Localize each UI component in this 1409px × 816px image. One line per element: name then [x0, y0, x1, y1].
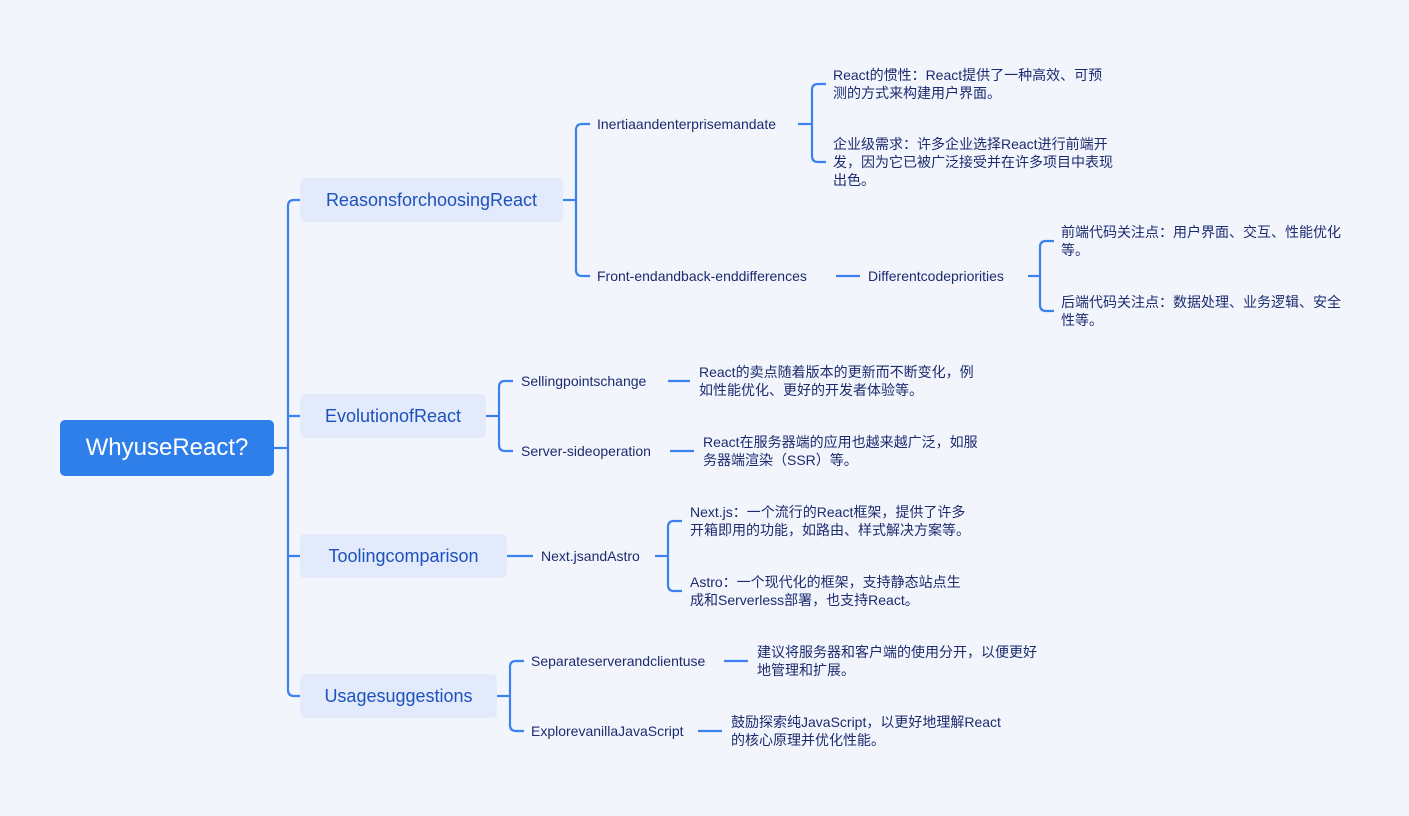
node-selling-points[interactable]: Sellingpointschange — [521, 373, 647, 389]
branch-tooling[interactable]: Toolingcomparison — [300, 534, 507, 578]
leaf-server-side[interactable]: React在服务器端的应用也越来越广泛，如服 务器端渲染（SSR）等。 — [703, 433, 978, 469]
leaf-backend-focus[interactable]: 后端代码关注点：数据处理、业务逻辑、安全 性等。 — [1061, 293, 1341, 329]
node-code-priorities[interactable]: Differentcodepriorities — [868, 268, 1004, 284]
node-separate-server-client[interactable]: Separateserverandclientuse — [531, 653, 706, 669]
leaf-line: Next.js：一个流行的React框架，提供了许多 — [690, 504, 966, 520]
leaf-line: 企业级需求：许多企业选择React进行前端开 — [833, 136, 1108, 152]
node-vanilla-js[interactable]: ExplorevanillaJavaScript — [531, 723, 684, 739]
leaf-line: 如性能优化、更好的开发者体验等。 — [699, 382, 923, 398]
leaf-line: 出色。 — [833, 172, 875, 188]
leaf-line: 务器端渲染（SSR）等。 — [703, 452, 858, 468]
leaf-astro[interactable]: Astro：一个现代化的框架，支持静态站点生 成和Serverless部署，也支… — [690, 573, 961, 609]
leaf-line: 测的方式来构建用户界面。 — [833, 85, 1001, 101]
leaf-selling-points[interactable]: React的卖点随着版本的更新而不断变化，例 如性能优化、更好的开发者体验等。 — [699, 363, 974, 399]
leaf-line: Astro：一个现代化的框架，支持静态站点生 — [690, 574, 961, 590]
root-node[interactable]: WhyuseReact? — [60, 420, 274, 476]
node-inertia[interactable]: Inertiaandenterprisemandate — [597, 116, 777, 132]
leaf-line: 建议将服务器和客户端的使用分开，以便更好 — [757, 644, 1037, 660]
branch-reasons[interactable]: ReasonsforchoosingReact — [300, 178, 563, 222]
leaf-separate[interactable]: 建议将服务器和客户端的使用分开，以便更好 地管理和扩展。 — [757, 643, 1037, 679]
leaf-line: 的核心原理并优化性能。 — [731, 732, 885, 748]
leaf-line: 成和Serverless部署，也支持React。 — [690, 592, 919, 608]
leaf-line: 后端代码关注点：数据处理、业务逻辑、安全 — [1061, 294, 1341, 310]
leaf-line: 前端代码关注点：用户界面、交互、性能优化 — [1061, 224, 1341, 240]
branch-usage[interactable]: Usagesuggestions — [300, 674, 497, 718]
leaf-nextjs[interactable]: Next.js：一个流行的React框架，提供了许多 开箱即用的功能，如路由、样… — [690, 503, 970, 539]
leaf-line: 地管理和扩展。 — [757, 662, 855, 678]
leaf-frontend-focus[interactable]: 前端代码关注点：用户界面、交互、性能优化 等。 — [1061, 223, 1341, 259]
leaf-line: 等。 — [1061, 242, 1089, 258]
leaf-enterprise[interactable]: 企业级需求：许多企业选择React进行前端开 发，因为它已被广泛接受并在许多项目… — [833, 135, 1113, 189]
leaf-line: React的卖点随着版本的更新而不断变化，例 — [699, 364, 974, 380]
leaf-react-inertia[interactable]: React的惯性：React提供了一种高效、可预 测的方式来构建用户界面。 — [833, 66, 1102, 102]
leaf-line: React在服务器端的应用也越来越广泛，如服 — [703, 434, 978, 450]
branch-evolution[interactable]: EvolutionofReact — [300, 394, 486, 438]
node-next-astro[interactable]: Next.jsandAstro — [541, 548, 640, 564]
leaf-line: 发，因为它已被广泛接受并在许多项目中表现 — [833, 154, 1113, 170]
leaf-line: 性等。 — [1061, 312, 1103, 328]
leaf-line: React的惯性：React提供了一种高效、可预 — [833, 67, 1103, 83]
leaf-line: 鼓励探索纯JavaScript，以更好地理解React — [731, 714, 1001, 730]
leaf-line: 开箱即用的功能，如路由、样式解决方案等。 — [690, 522, 970, 538]
node-server-side[interactable]: Server-sideoperation — [521, 443, 651, 459]
node-frontend-backend[interactable]: Front-endandback-enddifferences — [597, 268, 807, 284]
leaf-vanilla-js[interactable]: 鼓励探索纯JavaScript，以更好地理解React 的核心原理并优化性能。 — [731, 713, 1001, 749]
